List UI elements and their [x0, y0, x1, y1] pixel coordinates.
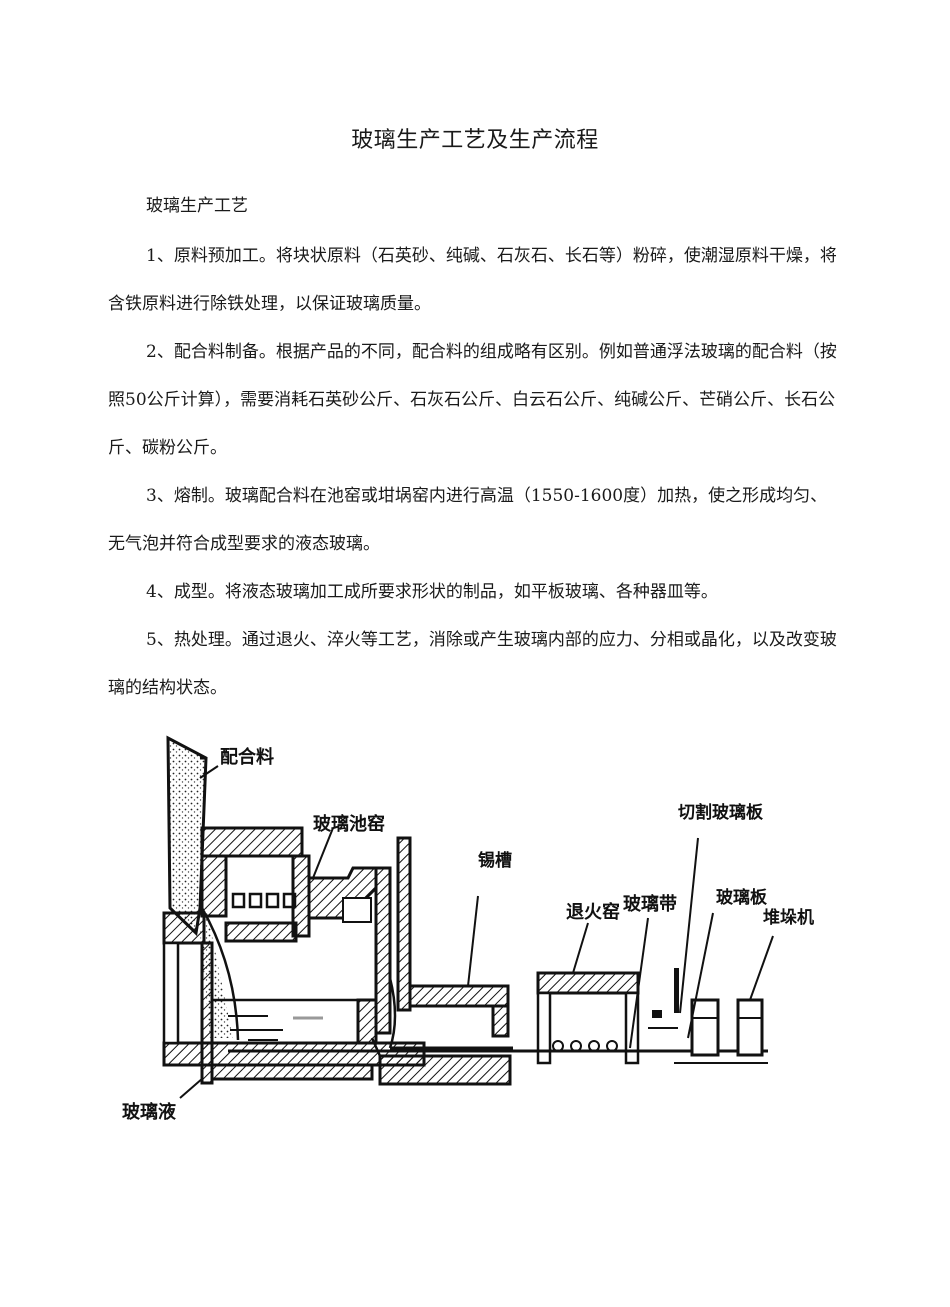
label-ribbon: 玻璃带: [623, 893, 677, 915]
furnace-port: [307, 866, 378, 923]
label-furnace: 玻璃池窑: [313, 813, 385, 835]
step-paragraph-2: 2、配合料制备。根据产品的不同，配合料的组成略有区别。例如普通浮法玻璃的配合料（…: [108, 328, 838, 472]
furnace-tank: [162, 941, 426, 1085]
step-text: 1、原料预加工。将块状原料（石英砂、纯碱、石灰石、长石等）粉碎，使潮湿原料干燥，…: [108, 246, 837, 314]
label-stacker: 堆垛机: [763, 907, 814, 928]
label-cutting: 切割玻璃板: [678, 802, 764, 823]
label-tin-bath: 锡槽: [478, 850, 512, 871]
label-sheet: 玻璃板: [716, 887, 768, 908]
label-molten-glass: 玻璃液: [122, 1101, 177, 1123]
step-text: 5、热处理。通过退火、淬火等工艺，消除或产生玻璃内部的应力、分相或晶化，以及改变…: [108, 630, 837, 698]
step-text: 4、成型。将液态玻璃加工成所要求形状的制品，如平板玻璃、各种器皿等。: [146, 582, 718, 602]
step-paragraph-3: 3、熔制。玻璃配合料在池窑或坩埚窑内进行高温（1550-1600度）加热，使之形…: [108, 472, 838, 568]
step-paragraph-4: 4、成型。将液态玻璃加工成所要求形状的制品，如平板玻璃、各种器皿等。: [108, 568, 838, 616]
label-lehr: 退火窑: [566, 901, 620, 923]
tin-bath: [370, 984, 513, 1086]
step-paragraph-5: 5、热处理。通过退火、淬火等工艺，消除或产生玻璃内部的应力、分相或晶化，以及改变…: [108, 616, 838, 712]
step-paragraph-1: 1、原料预加工。将块状原料（石英砂、纯碱、石灰石、长石等）粉碎，使潮湿原料干燥，…: [108, 232, 838, 328]
page-title: 玻璃生产工艺及生产流程: [351, 128, 599, 153]
process-diagram-svg: 配合料 玻璃池窑 锡槽 退火窑 玻璃带 切割玻璃板 玻璃板 堆垛机 玻璃液: [122, 735, 814, 1123]
step-text: 3、熔制。玻璃配合料在池窑或坩埚窑内进行高温（1550-1600度）加热，使之形…: [108, 486, 828, 554]
step-text: 2、配合料制备。根据产品的不同，配合料的组成略有区别。例如普通浮法玻璃的配合料（…: [108, 342, 837, 458]
float-glass-process-diagram: 配合料 玻璃池窑 锡槽 退火窑 玻璃带 切割玻璃板 玻璃板 堆垛机 玻璃液: [118, 718, 830, 1140]
leader-lines: [179, 765, 774, 1099]
section-heading: 玻璃生产工艺: [146, 196, 248, 216]
canal-walls: [374, 836, 412, 1049]
label-batch: 配合料: [220, 746, 274, 768]
cutting-station: [648, 968, 768, 1064]
furnace-roof: [162, 826, 311, 945]
